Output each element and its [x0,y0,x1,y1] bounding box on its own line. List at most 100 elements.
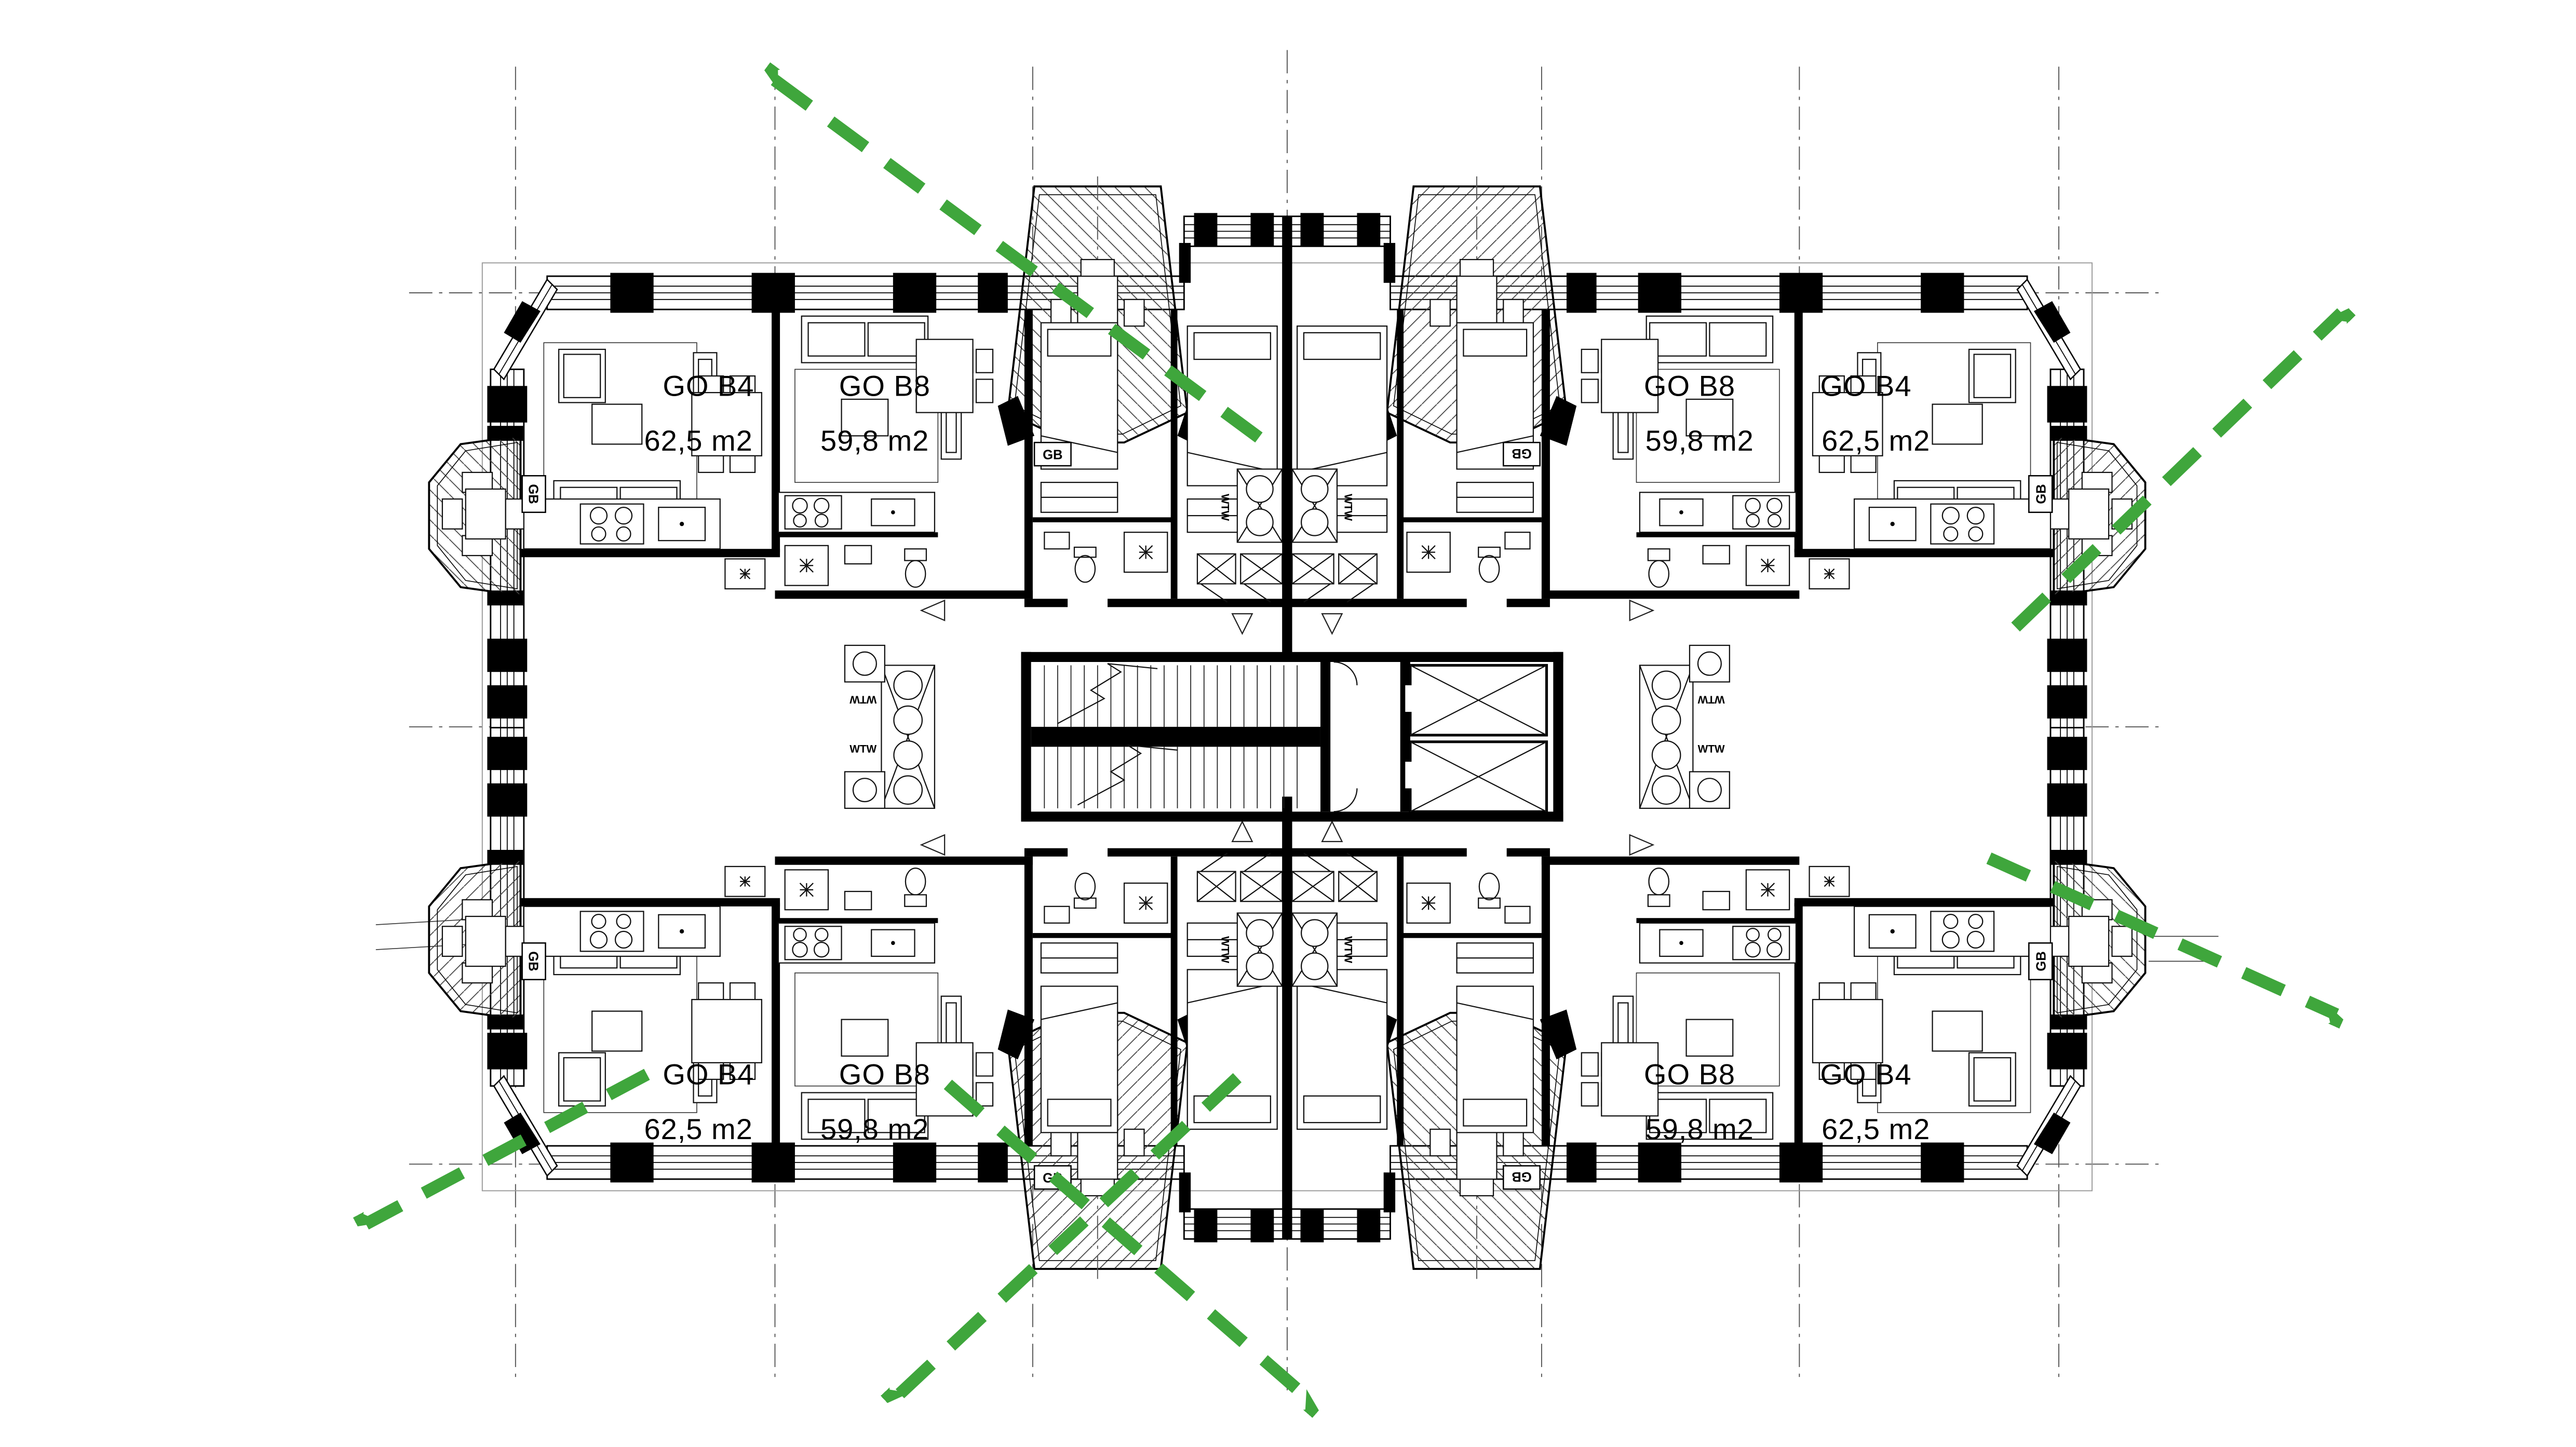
svg-text:GO B4: GO B4 [663,370,754,402]
view-arrow-icon [770,77,1263,443]
central-core [844,644,1730,822]
door-swing-triangle [920,599,946,621]
view-arrows [366,77,2342,1404]
coffee-table-icon [591,403,643,445]
svg-text:62,5 m2: 62,5 m2 [1822,1113,1930,1145]
unit-labels: GO B4 62,5 m2 GO B8 59,8 m2 GO B8 59,8 m… [644,370,1930,1146]
vent-tag: WTW [849,743,876,755]
svg-text:62,5 m2: 62,5 m2 [1822,424,1930,457]
unit-label: GO B4 62,5 m2 [644,1058,754,1145]
unit-label: GO B8 59,8 m2 [820,370,930,457]
sofa-icon [801,315,929,363]
vent-tag: WTW [1342,936,1354,963]
bathroom-b8 [784,545,927,588]
unit-label: GO B8 59,8 m2 [1644,370,1754,457]
cooktop-icon [784,495,842,530]
vent-tag: WTW [1219,936,1231,963]
vent-tag: WTW [1698,743,1725,755]
svg-text:WTW: WTW [1219,936,1231,963]
svg-text:GB: GB [2034,484,2048,504]
sink-icon [658,507,706,542]
svg-text:GO B8: GO B8 [839,370,930,402]
svg-text:GB: GB [525,951,540,971]
svg-text:WTW: WTW [1219,494,1231,521]
balcony-tag: GB [2028,475,2053,513]
vent-tag: WTW [1342,494,1354,521]
svg-text:WTW: WTW [1697,694,1724,706]
kitchen-b8 [777,492,936,533]
vent-shaft-icon [844,644,936,809]
view-arrow-icon [2011,313,2342,632]
balcony-tag: GB [1033,441,1072,467]
storage-closets [1196,553,1283,603]
unit-label: GO B4 62,5 m2 [1820,370,1930,457]
unit-label: GO B4 62,5 m2 [1820,1058,1930,1145]
kitchen-b4 [523,498,721,550]
coffee-table-icon [841,398,889,437]
quadrant-top-left [428,176,1292,728]
vent-shaft-icon [1236,468,1283,543]
balcony-tag: GB [1502,441,1541,467]
sink-icon [871,498,915,526]
vent-tag: WTW [1219,494,1231,521]
svg-text:59,8 m2: 59,8 m2 [1646,1113,1754,1145]
balcony-octagon [428,435,527,597]
svg-text:GO B8: GO B8 [1644,1058,1735,1090]
svg-text:GB: GB [1512,1169,1531,1184]
svg-text:WTW: WTW [849,743,876,755]
unit-label: GO B8 59,8 m2 [1644,1058,1754,1145]
svg-text:WTW: WTW [1698,743,1725,755]
living-room-furniture [794,315,994,483]
view-arrow-icon [943,1079,1314,1403]
facade-piers [487,213,1274,719]
balcony-tag: GB [521,475,546,513]
svg-text:59,8 m2: 59,8 m2 [820,1113,929,1145]
facade-chamfer-corner [493,278,558,381]
shower-icon [1123,532,1168,573]
svg-text:GO B8: GO B8 [839,1058,930,1090]
washbasin-icon [1044,532,1070,550]
cooktop-icon [579,503,644,545]
svg-text:62,5 m2: 62,5 m2 [644,1113,753,1145]
balcony-tag: GB [1502,1165,1541,1190]
svg-text:WTW: WTW [849,694,876,706]
armchair-icon [558,348,606,403]
svg-text:GO B8: GO B8 [1644,370,1735,402]
svg-text:GO B4: GO B4 [1820,370,1911,402]
balcony-table-icon [441,471,527,557]
vent-shaft-icon [1639,644,1730,809]
view-arrow-icon [366,1069,650,1224]
svg-text:59,8 m2: 59,8 m2 [1646,424,1754,457]
bathroom-b4 [724,558,766,590]
dining-table-icon [691,375,762,474]
bedroom-furniture [1040,322,1278,583]
svg-text:GO B4: GO B4 [663,1058,754,1090]
vent-tag: WTW [1697,694,1724,706]
view-arrow-icon [895,1073,1242,1399]
view-arrow-icon [1986,852,2336,1015]
elevator-icon [1405,740,1548,813]
shower-icon [784,545,829,586]
washbasin-icon [844,545,872,565]
unit-label: GO B8 59,8 m2 [820,1058,930,1145]
balcony-tag: GB [521,942,546,980]
svg-text:GB: GB [1512,446,1531,461]
unit-label: GO B4 62,5 m2 [644,370,754,457]
svg-text:GB: GB [1043,448,1062,462]
svg-text:GB: GB [525,484,540,504]
wall-tags: GBGBGBGBGBGBGBGBWTWWTWWTWWTWWTWWTWWTWWTW [521,441,2053,1190]
svg-text:59,8 m2: 59,8 m2 [820,424,929,457]
vent-tag: WTW [849,694,876,706]
shower-icon [724,558,766,590]
stairs-icon [1031,663,1320,808]
toilet-icon [1073,546,1097,583]
svg-text:WTW: WTW [1342,494,1354,521]
dining-table-icon [915,339,994,413]
elevator-icon [1405,664,1548,737]
svg-text:62,5 m2: 62,5 m2 [644,424,753,457]
toilet-icon [904,548,927,588]
wardrobe-icon [1040,481,1118,513]
svg-text:GB: GB [2034,951,2048,971]
